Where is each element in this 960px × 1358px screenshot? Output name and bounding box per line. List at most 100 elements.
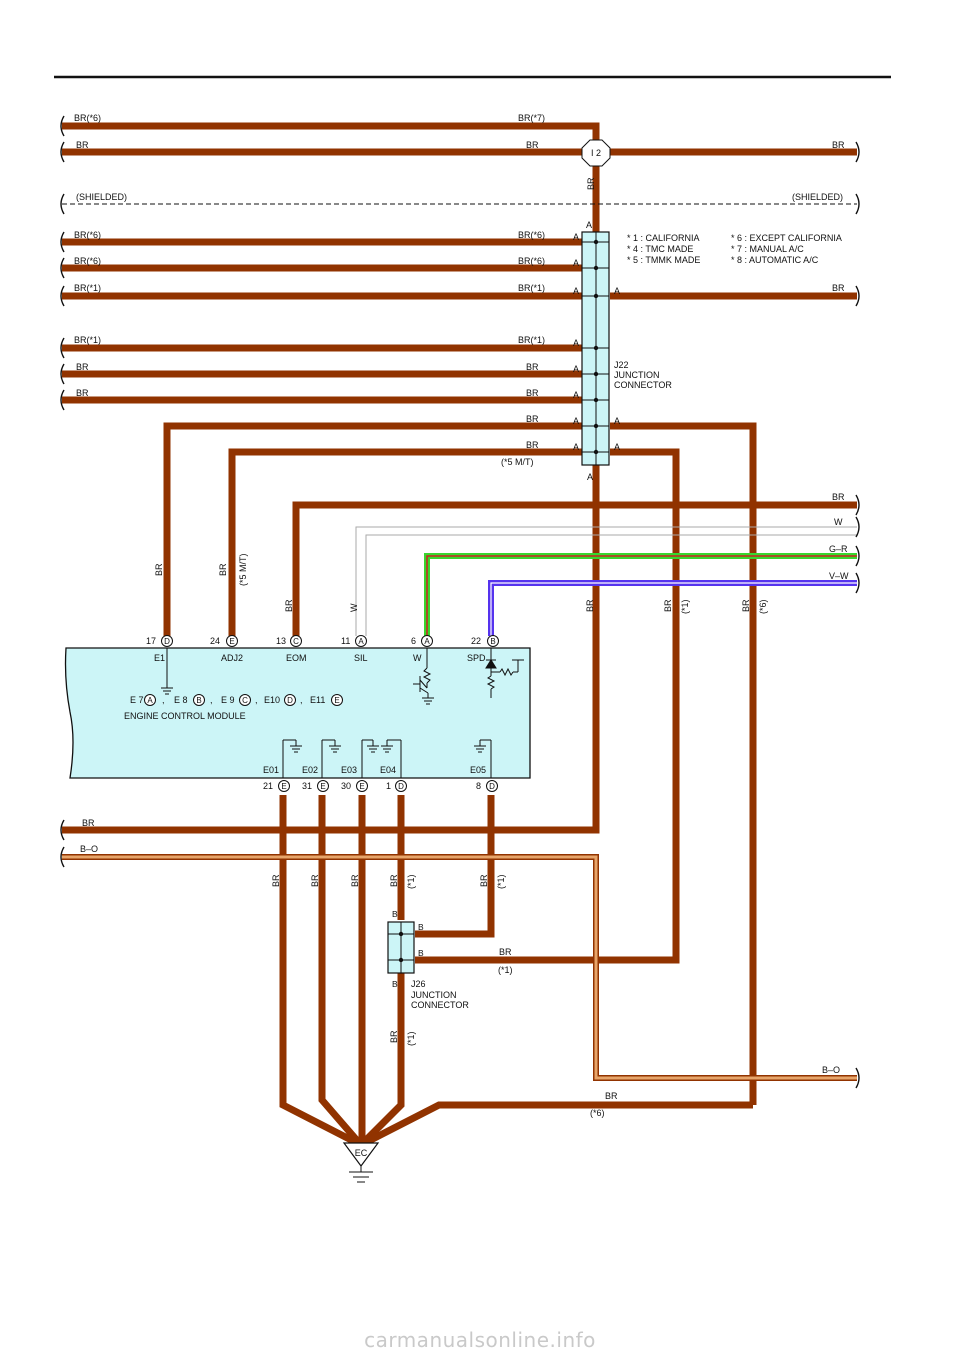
j26-pin-b2: B xyxy=(418,948,424,958)
pin-letter-e1: D xyxy=(164,637,170,646)
pin-letter-sil: A xyxy=(358,637,364,646)
vlabel-e04: BR xyxy=(389,874,399,887)
wire-e01-ec xyxy=(279,795,363,1149)
note-5: * 5 : TMMK MADE xyxy=(627,255,700,265)
pin-letter-eom: C xyxy=(293,637,299,646)
vlabel-e02: BR xyxy=(310,874,320,887)
i2-connector: I 2 xyxy=(581,139,611,167)
footnotes: * 1 : CALIFORNIA * 4 : TMC MADE * 5 : TM… xyxy=(627,233,842,265)
engine-control-module: D 17 E1 E 24 ADJ2 C 13 EOM A 11 SIL A 6 … xyxy=(64,635,531,792)
pin-num-e1: 17 xyxy=(146,636,156,646)
wire-adj2-j22 xyxy=(228,448,582,636)
note-7: * 7 : MANUAL A/C xyxy=(731,244,804,254)
pin-num-e05: 8 xyxy=(476,781,481,791)
conn-e9-letter: C xyxy=(242,696,248,705)
j22-pin-a8-out: A xyxy=(614,442,620,452)
label-j3-out: BR xyxy=(832,283,845,293)
label-l2-mid: BR xyxy=(526,140,539,150)
pin-num-e03: 30 xyxy=(341,781,351,791)
label-bottom-br: BR xyxy=(82,818,95,828)
vlabel-i2: BR xyxy=(586,177,596,190)
pin-num-eom: 13 xyxy=(276,636,286,646)
vertical-wire-labels: BR BR BR (*5 M/T) BR W BR BR (*1) BR (*6… xyxy=(154,177,768,1046)
wire-breaks xyxy=(60,115,860,1089)
vlabel-x1: BR xyxy=(663,599,673,612)
pin-name-adj2: ADJ2 xyxy=(221,653,243,663)
conn-e11-letter: E xyxy=(334,696,339,705)
vlabel-x1-note: (*1) xyxy=(680,599,690,614)
label-l2-left: BR xyxy=(76,140,89,150)
j22-pin-a1: A xyxy=(573,232,579,242)
pin-name-e03: E03 xyxy=(341,765,357,775)
j22-pin-a7: A xyxy=(573,416,579,426)
vlabel-eom: BR xyxy=(284,599,294,612)
label-j4-left: BR(*1) xyxy=(74,335,101,345)
pin-letter-w: A xyxy=(424,637,430,646)
j26-connector: B B B B J26 JUNCTION CONNECTOR xyxy=(387,909,469,1010)
wire-labels: BR(*6) BR(*7) BR BR BR (SHIELDED) (SHIEL… xyxy=(74,113,849,1118)
vlabel-e1: BR xyxy=(154,563,164,576)
j22-connector: A A A A A A A A A A A A A J22 JUNCTION C… xyxy=(573,220,672,482)
pin-name-e05: E05 xyxy=(470,765,486,775)
label-j3-left: BR(*1) xyxy=(74,283,101,293)
label-j6-left: BR xyxy=(76,388,89,398)
label-j26-br: BR xyxy=(499,947,512,957)
pin-name-e04: E04 xyxy=(380,765,396,775)
vlabel-adj2-note: (*5 M/T) xyxy=(238,553,248,586)
label-j5-right: BR xyxy=(526,362,539,372)
w-wire xyxy=(355,526,857,636)
j22-pin-a3-out: A xyxy=(614,286,620,296)
pin-name-spd: SPD xyxy=(467,653,486,663)
i2-label: I 2 xyxy=(591,148,601,158)
label-j26-note: (*1) xyxy=(498,965,513,975)
conn-e8: E 8 xyxy=(174,695,188,705)
j22-id: J22 xyxy=(614,360,629,370)
conn-sep-4: , xyxy=(300,695,303,705)
ecm-title: ENGINE CONTROL MODULE xyxy=(124,711,246,721)
ecm-connector-list: E 7 A , E 8 B , E 9 C , E10 D , E11 E xyxy=(130,694,343,706)
j22-pin-a5: A xyxy=(573,364,579,374)
wire-j26-ec xyxy=(358,972,405,1148)
wire-j22-x1-j26 xyxy=(415,448,680,964)
j22-pin-a8: A xyxy=(573,442,579,452)
conn-e11: E11 xyxy=(310,695,325,705)
wire-e05-j26 xyxy=(415,795,495,938)
label-j7-right: BR xyxy=(526,414,539,424)
wire-j22-bottom xyxy=(62,465,600,834)
vlabel-e03: BR xyxy=(350,874,360,887)
vlabel-e05: BR xyxy=(479,874,489,887)
label-j4-right: BR(*1) xyxy=(518,335,545,345)
vlabel-x6-note: (*6) xyxy=(758,599,768,614)
label-j1-left: BR(*6) xyxy=(74,230,101,240)
vlabel-j26-down: BR xyxy=(389,1030,399,1043)
conn-e8-letter: B xyxy=(196,696,201,705)
j22-name2: CONNECTOR xyxy=(614,380,672,390)
label-j6-right: BR xyxy=(526,388,539,398)
note-8: * 8 : AUTOMATIC A/C xyxy=(731,255,819,265)
pin-num-adj2: 24 xyxy=(210,636,220,646)
label-l1-right: BR(*7) xyxy=(518,113,545,123)
vlabel-e05-note: (*1) xyxy=(496,874,506,889)
pin-letter-e01: E xyxy=(281,782,286,791)
j22-pin-a4: A xyxy=(573,338,579,348)
j26-pin-top: B xyxy=(392,909,398,919)
vlabel-j22: BR xyxy=(585,599,595,612)
vlabel-j26-down-note: (*1) xyxy=(406,1031,416,1046)
label-right-br: BR xyxy=(832,492,845,502)
j22-pin-bottom: A xyxy=(587,472,593,482)
gr-wire xyxy=(424,553,857,636)
label-br-bottom-note: (*6) xyxy=(590,1108,605,1118)
vlabel-adj2: BR xyxy=(218,563,228,576)
vlabel-x6: BR xyxy=(741,599,751,612)
j22-pin-a6: A xyxy=(573,390,579,400)
pin-num-sil: 11 xyxy=(341,636,350,646)
ec-ground: EC xyxy=(342,1142,380,1183)
pin-name-e1: E1 xyxy=(154,653,165,663)
conn-e7: E 7 xyxy=(130,695,144,705)
conn-e10-letter: D xyxy=(287,696,293,705)
j22-pin-a3: A xyxy=(573,286,579,296)
label-bo-right: B–O xyxy=(822,1065,840,1075)
label-br-bottom: BR xyxy=(605,1091,618,1101)
vlabel-sil: W xyxy=(349,603,359,612)
